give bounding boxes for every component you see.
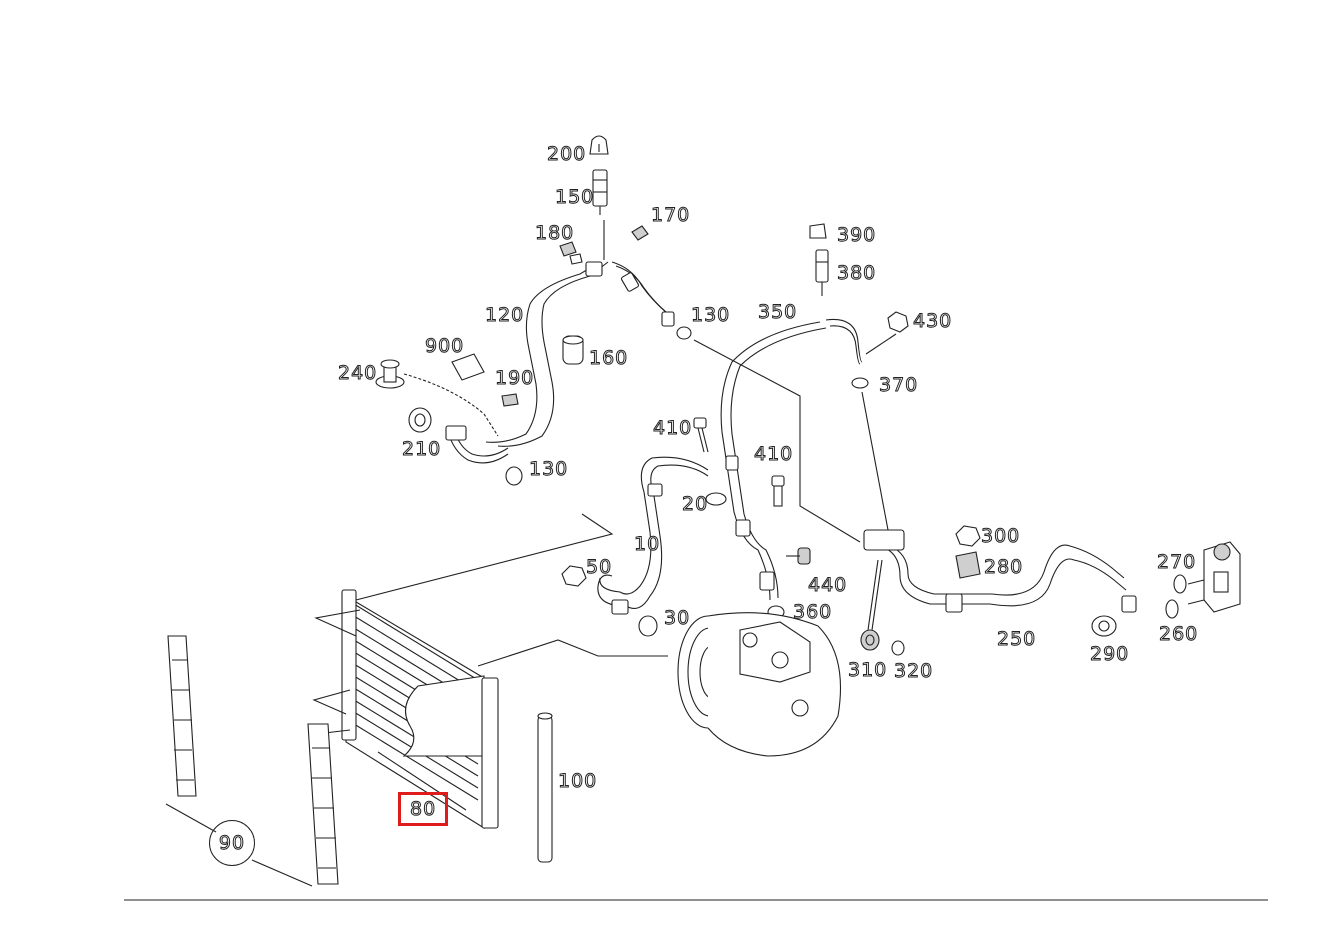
callout-260[interactable]: 260 <box>1158 623 1199 646</box>
part-390-cap[interactable] <box>809 223 827 239</box>
part-320-oring[interactable] <box>891 640 905 656</box>
callout-300[interactable]: 300 <box>980 525 1021 548</box>
callout-90-circled[interactable]: 90 <box>209 820 255 866</box>
part-20-oring[interactable] <box>705 492 727 506</box>
leader-90 <box>165 803 313 887</box>
callout-100[interactable]: 100 <box>557 770 598 793</box>
callout-360[interactable]: 360 <box>792 601 833 624</box>
part-30-oring[interactable] <box>638 615 658 637</box>
callout-80-highlighted[interactable]: 80 <box>397 792 449 826</box>
callout-50[interactable]: 50 <box>585 556 613 579</box>
callout-200[interactable]: 200 <box>546 143 587 166</box>
leader-condenser-top <box>314 513 614 637</box>
part-120-line[interactable] <box>485 220 675 447</box>
leader-130 <box>693 339 861 543</box>
part-270-oring[interactable] <box>1173 574 1187 594</box>
callout-350[interactable]: 350 <box>757 301 798 324</box>
part-160[interactable] <box>562 335 584 365</box>
callout-240[interactable]: 240 <box>337 362 378 385</box>
part-300-nut[interactable] <box>955 525 981 547</box>
callout-150[interactable]: 150 <box>554 186 595 209</box>
part-260-oring[interactable] <box>1165 599 1179 619</box>
part-240-grommet[interactable] <box>375 359 405 389</box>
callout-180[interactable]: 180 <box>534 222 575 245</box>
part-410-bolt-a[interactable] <box>693 417 709 453</box>
part-380-valve[interactable] <box>815 249 829 296</box>
expansion-valve[interactable] <box>1187 541 1241 613</box>
callout-190[interactable]: 190 <box>494 367 535 390</box>
callout-210[interactable]: 210 <box>401 438 442 461</box>
callout-440[interactable]: 440 <box>807 574 848 597</box>
part-900-pad[interactable] <box>451 353 485 381</box>
part-350-line[interactable] <box>720 318 863 601</box>
callout-320[interactable]: 320 <box>893 660 934 683</box>
callout-430[interactable]: 430 <box>912 310 953 333</box>
callout-250[interactable]: 250 <box>996 628 1037 651</box>
callout-10[interactable]: 10 <box>633 533 661 556</box>
callout-410-lower[interactable]: 410 <box>753 443 794 466</box>
part-10-line[interactable] <box>597 456 709 615</box>
callout-130-upper[interactable]: 130 <box>690 304 731 327</box>
part-190-clip[interactable] <box>501 393 519 407</box>
part-210-grommet[interactable] <box>408 407 432 433</box>
part-180-clip[interactable] <box>559 241 583 265</box>
part-370-oring[interactable] <box>851 377 869 389</box>
leader-430 <box>865 333 897 355</box>
callout-900[interactable]: 900 <box>424 335 465 358</box>
callout-90-label: 90 <box>218 832 246 855</box>
leader-370 <box>861 391 889 531</box>
callout-310[interactable]: 310 <box>847 659 888 682</box>
part-250-line[interactable] <box>863 529 1137 631</box>
part-290-grommet[interactable] <box>1091 615 1117 637</box>
small-hose-fitting <box>445 425 467 441</box>
part-100-drier[interactable] <box>537 712 553 863</box>
leader-condenser-right <box>477 639 668 667</box>
part-80-condenser[interactable] <box>341 589 499 829</box>
callout-410-upper[interactable]: 410 <box>652 417 693 440</box>
callout-120[interactable]: 120 <box>484 304 525 327</box>
compressor[interactable] <box>677 612 841 757</box>
callout-130-lower[interactable]: 130 <box>528 458 569 481</box>
part-280-clip[interactable] <box>955 551 981 579</box>
leader-80 <box>377 751 467 811</box>
callout-370[interactable]: 370 <box>878 374 919 397</box>
part-170-clip[interactable] <box>631 225 649 241</box>
callout-160[interactable]: 160 <box>588 347 629 370</box>
callout-390[interactable]: 390 <box>836 224 877 247</box>
part-410-bolt-b[interactable] <box>771 475 785 507</box>
callout-280[interactable]: 280 <box>983 556 1024 579</box>
part-130-oring-a[interactable] <box>676 326 692 340</box>
part-90-air-guide-left[interactable] <box>167 635 197 797</box>
callout-30[interactable]: 30 <box>663 607 691 630</box>
part-440-bolt[interactable] <box>786 547 811 565</box>
callout-290[interactable]: 290 <box>1089 643 1130 666</box>
part-430-nut[interactable] <box>887 311 909 333</box>
cable-dashed <box>403 373 499 437</box>
callout-380[interactable]: 380 <box>836 262 877 285</box>
part-150-valve[interactable] <box>592 169 608 215</box>
callout-270[interactable]: 270 <box>1156 551 1197 574</box>
callout-170[interactable]: 170 <box>650 204 691 227</box>
part-50-nut[interactable] <box>561 565 587 587</box>
part-130-oring-b[interactable] <box>505 466 523 486</box>
part-310-grommet[interactable] <box>860 629 880 651</box>
callout-20[interactable]: 20 <box>681 493 709 516</box>
part-200-cap[interactable] <box>589 135 609 155</box>
part-90-air-guide-right[interactable] <box>307 723 339 885</box>
